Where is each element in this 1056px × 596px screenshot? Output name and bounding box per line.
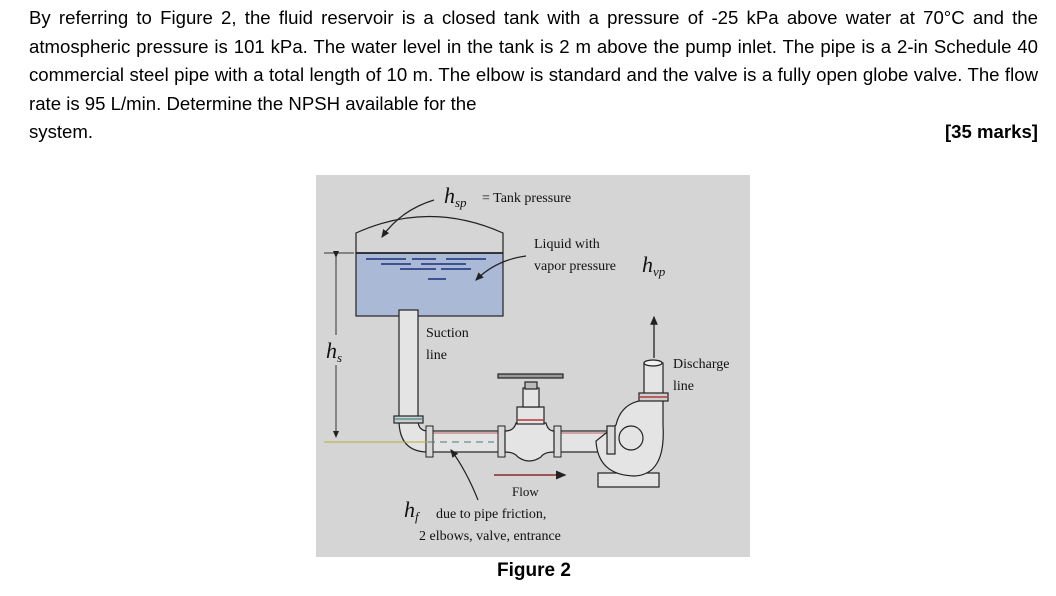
question-last-word: system. bbox=[29, 121, 94, 143]
pump-system-diagram: hsp = Tank pressure Liquid with vapor pr… bbox=[324, 183, 730, 544]
suction-label: Suction bbox=[426, 326, 469, 341]
friction-label: due to pipe friction, bbox=[436, 507, 546, 522]
tank-pressure-label: = Tank pressure bbox=[482, 191, 571, 206]
vapor-pressure-label: vapor pressure bbox=[534, 259, 616, 274]
suction-line-label: line bbox=[426, 348, 447, 363]
flow-label: Flow bbox=[512, 484, 539, 499]
hvp-symbol: hvp bbox=[642, 252, 666, 279]
discharge-line-label: line bbox=[673, 379, 694, 394]
discharge-label: Discharge bbox=[673, 357, 730, 372]
marks-label: [35 marks] bbox=[944, 121, 1038, 143]
globe-valve bbox=[497, 373, 564, 462]
liquid-with-label: Liquid with bbox=[534, 237, 600, 252]
question-body: By referring to Figure 2, the fluid rese… bbox=[29, 7, 1038, 114]
figure-caption: Figure 2 bbox=[497, 560, 571, 581]
centrifugal-pump bbox=[595, 359, 669, 488]
question-text: By referring to Figure 2, the fluid rese… bbox=[29, 4, 1038, 147]
hf-symbol: hf bbox=[404, 497, 421, 524]
hs-dimension bbox=[324, 251, 494, 443]
leader-arrows bbox=[381, 199, 527, 501]
figure-2-diagram: hsp = Tank pressure Liquid with vapor pr… bbox=[316, 175, 750, 557]
friction-detail-label: 2 elbows, valve, entrance bbox=[419, 529, 561, 544]
tank bbox=[355, 215, 504, 317]
hs-symbol: hs bbox=[326, 338, 342, 365]
question-last-line: system. [35 marks] bbox=[29, 118, 1038, 147]
hsp-symbol: hsp bbox=[444, 183, 467, 210]
